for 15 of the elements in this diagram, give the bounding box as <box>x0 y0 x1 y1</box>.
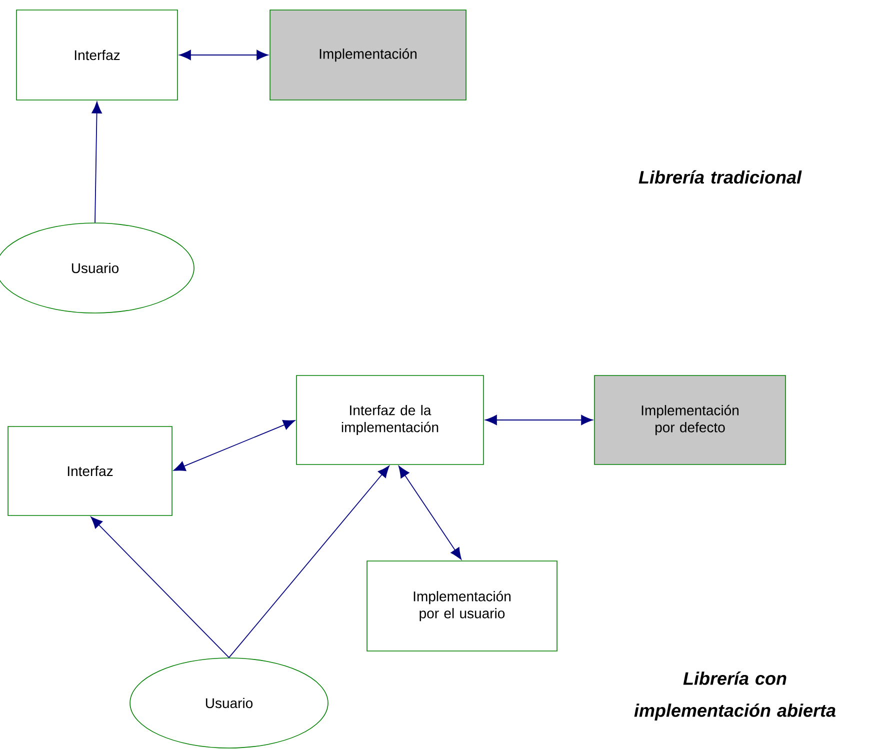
hatched-box: Implementación por defecto <box>594 375 786 465</box>
process-box: Interfaz <box>8 426 172 516</box>
section-title: Librería tradicional <box>638 170 802 184</box>
process-box: Interfaz <box>16 10 178 100</box>
process-box: Implementación por el usuario <box>366 560 558 652</box>
arrow <box>228 466 390 658</box>
arrow <box>92 102 102 224</box>
hatched-box: Implementación <box>270 10 466 100</box>
arrow <box>398 466 462 560</box>
section-title: Librería con implementación abierta <box>634 672 836 720</box>
arrow <box>485 414 593 426</box>
process-box: Interfaz de la implementación <box>296 375 484 465</box>
arrow <box>90 516 230 658</box>
arrow <box>174 420 296 471</box>
arrow <box>179 50 268 60</box>
